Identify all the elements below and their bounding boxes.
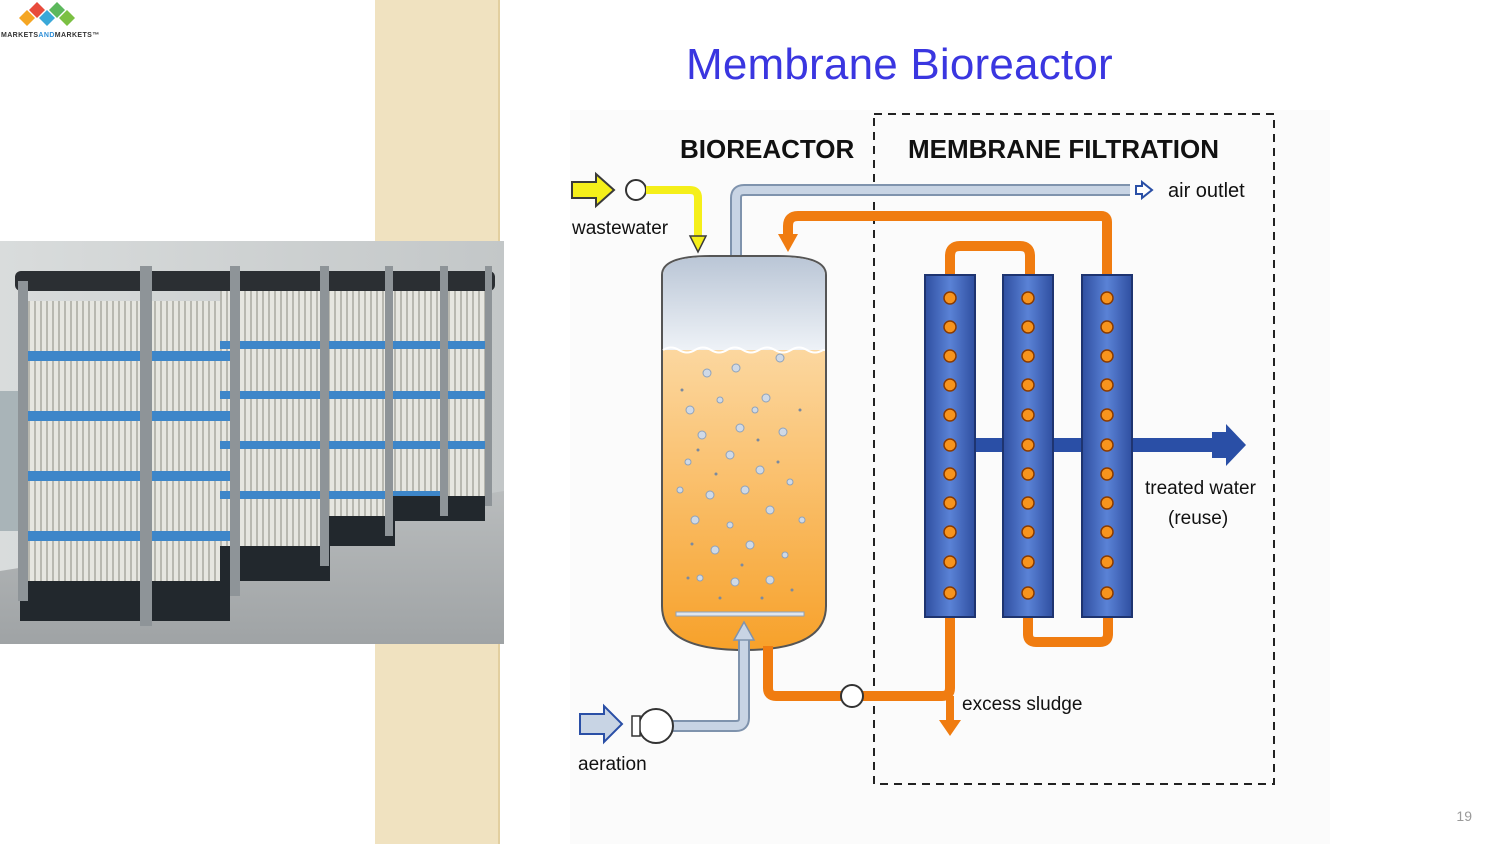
brand-name: MARKETSANDMARKETS™ xyxy=(1,32,100,39)
bioreactor-header: BIOREACTOR xyxy=(680,134,855,164)
treated-water-label: treated water xyxy=(1145,478,1257,499)
treated-water-arrow-icon xyxy=(1212,424,1246,466)
air-outlet-arrow-icon xyxy=(1135,179,1154,201)
brand-logo: MARKETSANDMARKETS™ xyxy=(0,0,130,45)
air-diffuser xyxy=(675,611,805,617)
page-number: 19 xyxy=(1456,808,1472,824)
membrane-modules-photo xyxy=(0,241,504,644)
excess-sludge-label: excess sludge xyxy=(962,694,1082,715)
aeration-blower-icon xyxy=(638,708,674,744)
sludge-pump-icon xyxy=(840,684,864,708)
wastewater-label: wastewater xyxy=(571,218,669,239)
slide-title: Membrane Bioreactor xyxy=(686,40,1113,89)
aeration-label: aeration xyxy=(578,754,647,775)
reuse-label: (reuse) xyxy=(1168,508,1228,529)
wastewater-pump-icon xyxy=(625,179,647,201)
logo-diamonds-icon xyxy=(19,2,75,26)
membrane-filtration-header: MEMBRANE FILTRATION xyxy=(908,134,1219,164)
aeration-arrow-icon xyxy=(579,703,624,745)
mbr-diagram: BIOREACTOR MEMBRANE FILTRATION air outle… xyxy=(570,110,1330,844)
wastewater-arrow-icon xyxy=(571,171,616,209)
air-outlet-label: air outlet xyxy=(1168,180,1245,202)
membrane-filtration-boundary xyxy=(873,113,1275,785)
